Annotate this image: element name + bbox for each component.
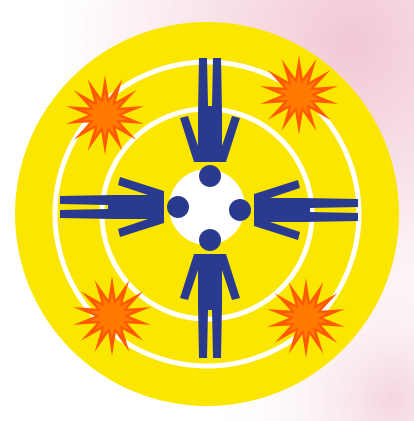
emblem xyxy=(0,0,414,421)
